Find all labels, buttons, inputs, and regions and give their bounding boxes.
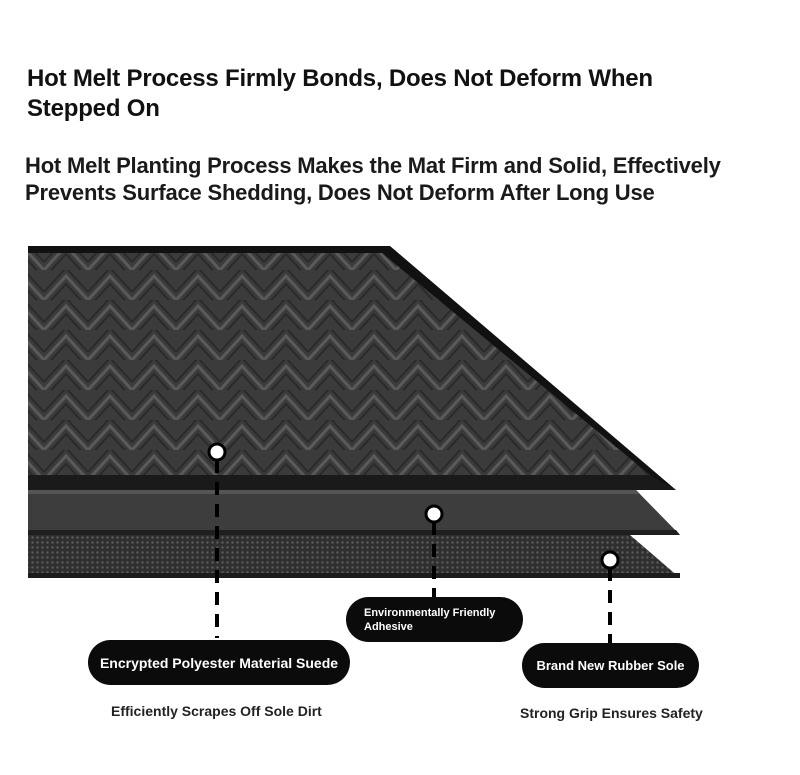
adhesive-label: Environmentally Friendly Adhesive — [364, 606, 496, 633]
suede-label-pill: Encrypted Polyester Material Suede — [88, 640, 350, 685]
suede-caption: Efficiently Scrapes Off Sole Dirt — [111, 703, 322, 719]
rubber-label: Brand New Rubber Sole — [536, 658, 685, 673]
suede-label: Encrypted Polyester Material Suede — [99, 654, 339, 671]
rubber-sole-layer — [28, 535, 680, 578]
adhesive-layer — [28, 490, 680, 535]
adhesive-label-pill: Environmentally Friendly Adhesive — [346, 597, 523, 642]
rubber-caption: Strong Grip Ensures Safety — [520, 705, 703, 721]
subheadline: Hot Melt Planting Process Makes the Mat … — [25, 153, 721, 205]
mat-suede-surface — [28, 253, 650, 475]
rubber-label-pill: Brand New Rubber Sole — [522, 643, 699, 688]
headline: Hot Melt Process Firmly Bonds, Does Not … — [27, 65, 653, 122]
suede-marker-dot — [207, 442, 227, 462]
rubber-marker-dot — [600, 550, 620, 570]
adhesive-marker-dot — [424, 504, 444, 524]
